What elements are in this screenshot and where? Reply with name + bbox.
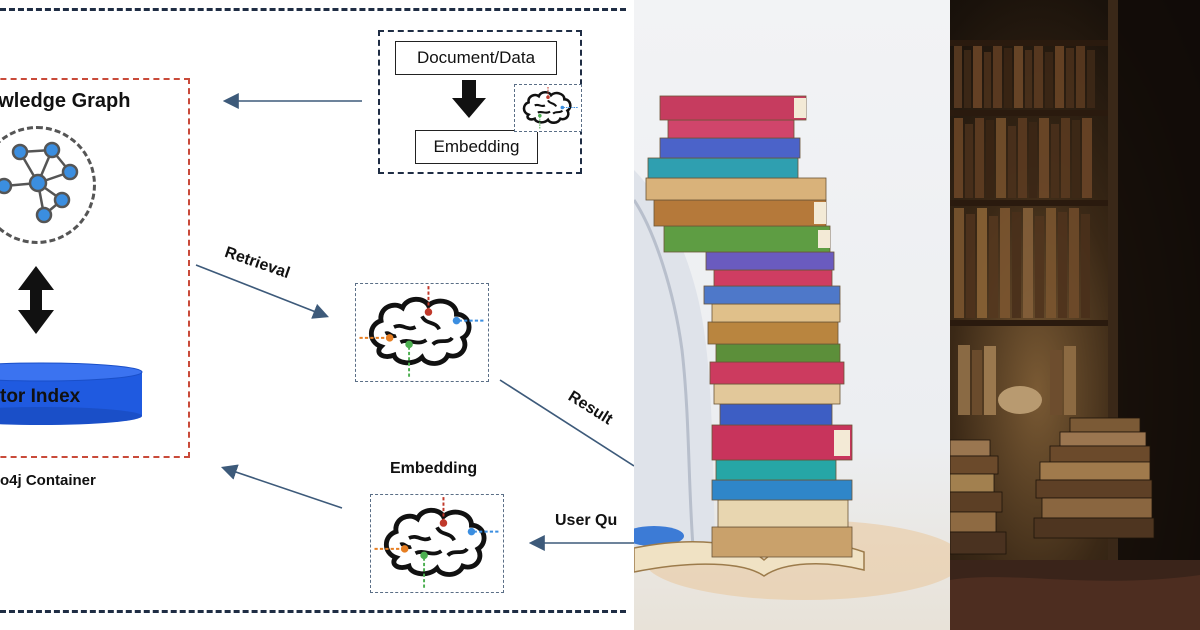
neo4j-container-box <box>0 78 190 458</box>
brain-icon <box>359 286 485 377</box>
result-arrow <box>499 379 634 467</box>
outer-dashed-border-top <box>0 8 626 11</box>
vector-index-label: tor Index <box>0 386 81 407</box>
rag-diagram: owledge Graph <box>0 8 634 613</box>
retrieval-brain-frame <box>355 283 489 382</box>
book-stack-image <box>634 95 950 600</box>
vector-index-cylinder <box>0 362 143 425</box>
retrieval-arrow <box>195 264 329 319</box>
graph-network-icon <box>0 141 79 224</box>
embedding-label: Embedding <box>390 460 478 477</box>
library-image <box>950 0 1200 630</box>
book-stack-illustration <box>634 0 950 630</box>
doc-embedding-box: Embedding <box>415 130 538 164</box>
query-embedding-brain-frame <box>370 494 504 593</box>
diagram-shapes <box>0 80 634 551</box>
outer-dashed-border-bottom <box>0 610 626 613</box>
knowledge-graph-title: owledge Graph <box>0 90 131 112</box>
library-bookshelf-photo <box>950 0 1200 630</box>
graph-circle <box>0 126 96 244</box>
doc-brain-frame <box>514 84 582 132</box>
down-arrow-icon <box>452 80 486 118</box>
brain-icon <box>374 497 500 588</box>
embedding-to-kg-arrow <box>220 464 343 509</box>
bidirectional-arrow-icon <box>18 266 54 334</box>
brain-icon <box>522 87 578 129</box>
user-query-label: User Qu <box>555 512 618 529</box>
document-data-box: Document/Data <box>395 41 557 75</box>
neo4j-container-label: o4j Container <box>0 472 96 489</box>
